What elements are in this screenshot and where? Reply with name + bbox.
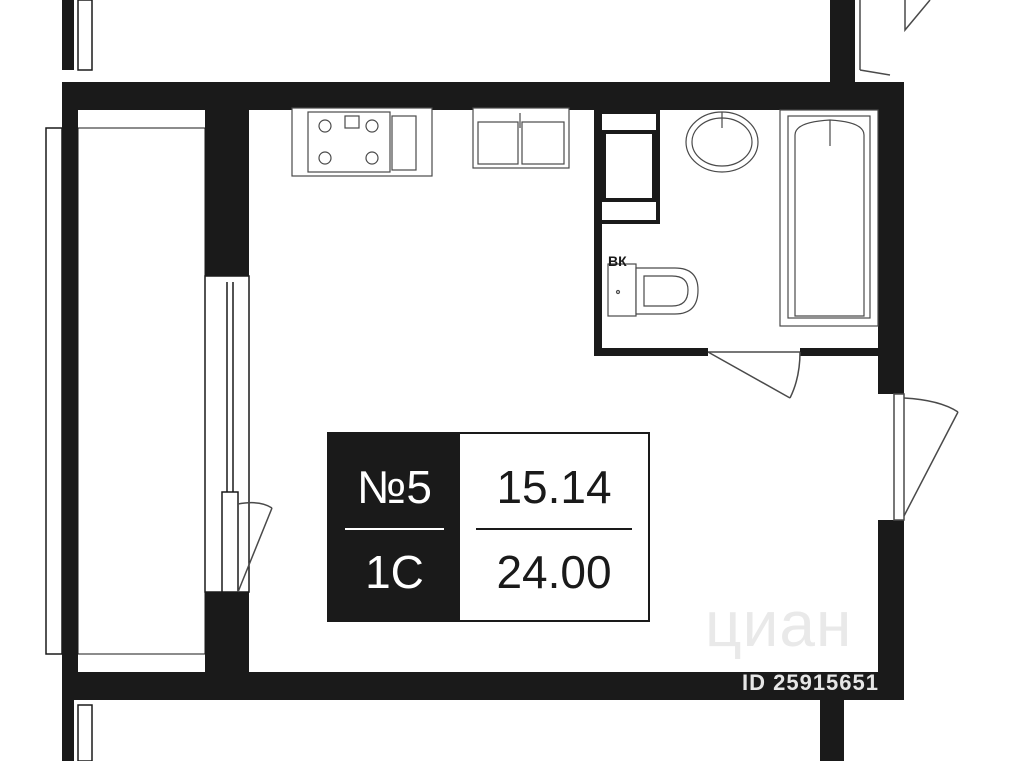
watermark-logo: циан: [705, 588, 853, 660]
divider: [476, 528, 632, 530]
bathroom-door: [707, 351, 801, 399]
unit-area-panel: 15.14 24.00: [460, 434, 648, 620]
unit-id-panel: №5 1С: [329, 434, 460, 620]
watermark-id: ID 25915651: [742, 670, 879, 695]
neighbour-door: [859, 0, 931, 76]
divider: [345, 528, 444, 530]
loggia-window: [204, 275, 250, 593]
bathroom-fixtures: [607, 109, 879, 327]
neighbour-walls: [62, 0, 855, 761]
total-area: 24.00: [496, 546, 612, 598]
loggia: [45, 127, 206, 655]
washer-label: ВК: [608, 253, 627, 269]
entrance-door: [893, 393, 959, 521]
kitchen-counter: [291, 107, 570, 177]
balcony-door: [237, 501, 273, 593]
unit-info-box: №5 1С 15.14 24.00: [327, 432, 650, 622]
unit-number: №5: [357, 461, 432, 513]
unit-type: 1С: [365, 546, 424, 598]
washer-cabinet: [598, 110, 660, 224]
living-area: 15.14: [496, 461, 612, 513]
